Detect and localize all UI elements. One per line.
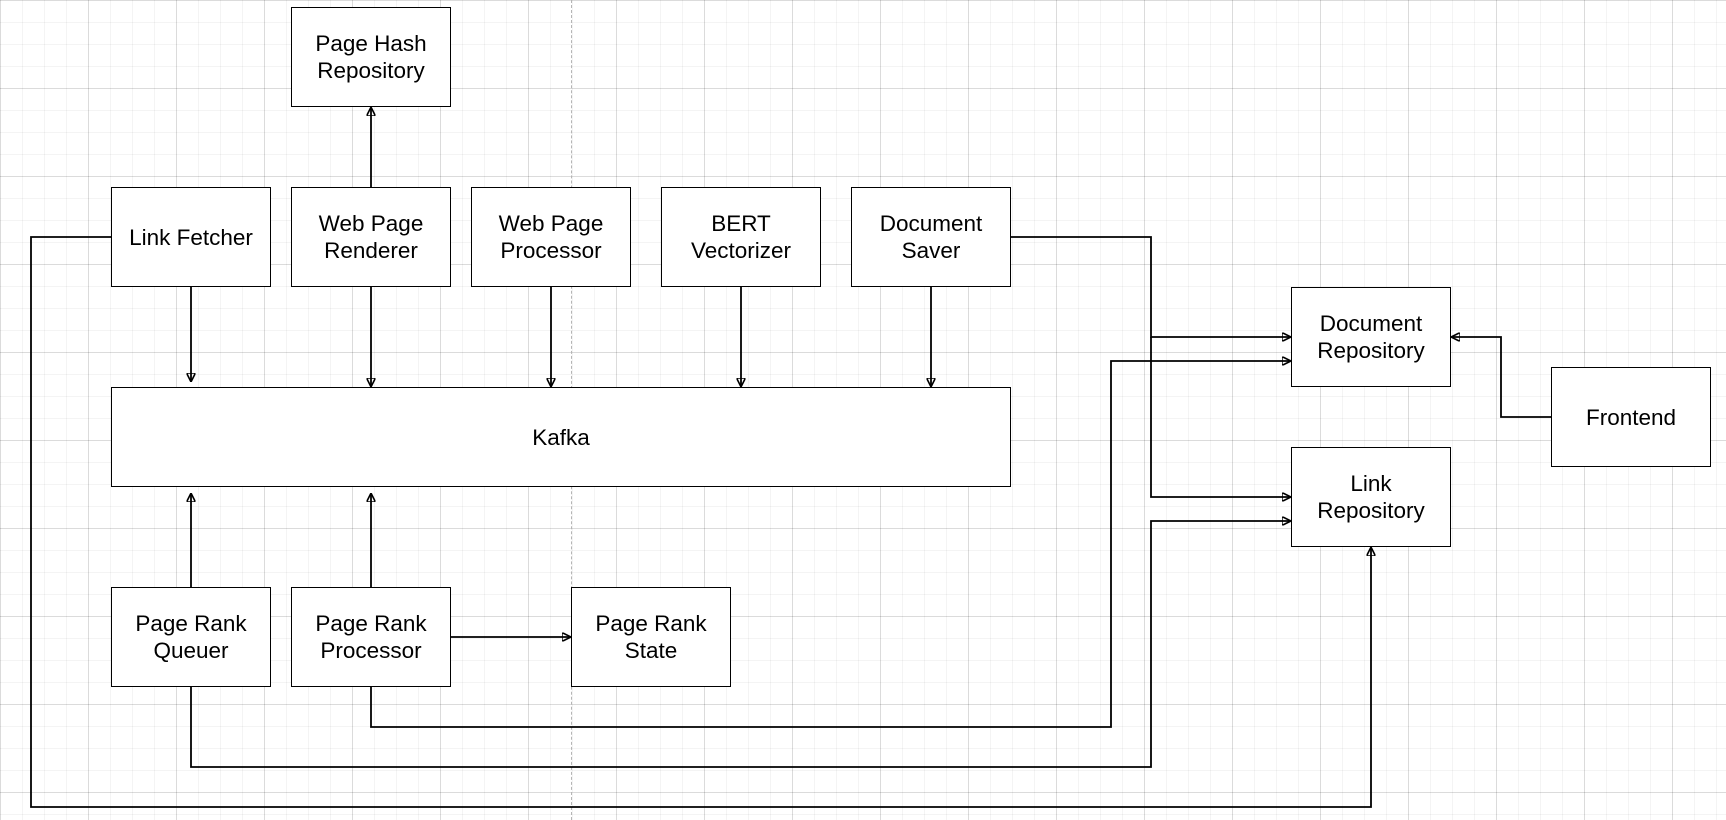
page-hash-repository-node[interactable]: Page Hash Repository <box>291 7 451 107</box>
web-page-renderer-node[interactable]: Web Page Renderer <box>291 187 451 287</box>
edge-doc-saver-to-link-repo <box>1150 337 1290 497</box>
link-fetcher-node[interactable]: Link Fetcher <box>111 187 271 287</box>
page-rank-processor-node[interactable]: Page Rank Processor <box>291 587 451 687</box>
web-page-processor-node[interactable]: Web Page Processor <box>471 187 631 287</box>
bert-vectorizer-node[interactable]: BERT Vectorizer <box>661 187 821 287</box>
edge-link-fetcher-to-link-repo <box>30 236 1371 808</box>
document-saver-node[interactable]: Document Saver <box>851 187 1011 287</box>
page-rank-state-node[interactable]: Page Rank State <box>571 587 731 687</box>
edge-doc-saver-to-doc-repo <box>1011 236 1290 337</box>
kafka-node[interactable]: Kafka <box>111 387 1011 487</box>
page-rank-queuer-node[interactable]: Page Rank Queuer <box>111 587 271 687</box>
link-repository-node[interactable]: Link Repository <box>1291 447 1451 547</box>
document-repository-node[interactable]: Document Repository <box>1291 287 1451 387</box>
edge-frontend-to-doc-repo <box>1452 337 1551 418</box>
frontend-node[interactable]: Frontend <box>1551 367 1711 467</box>
